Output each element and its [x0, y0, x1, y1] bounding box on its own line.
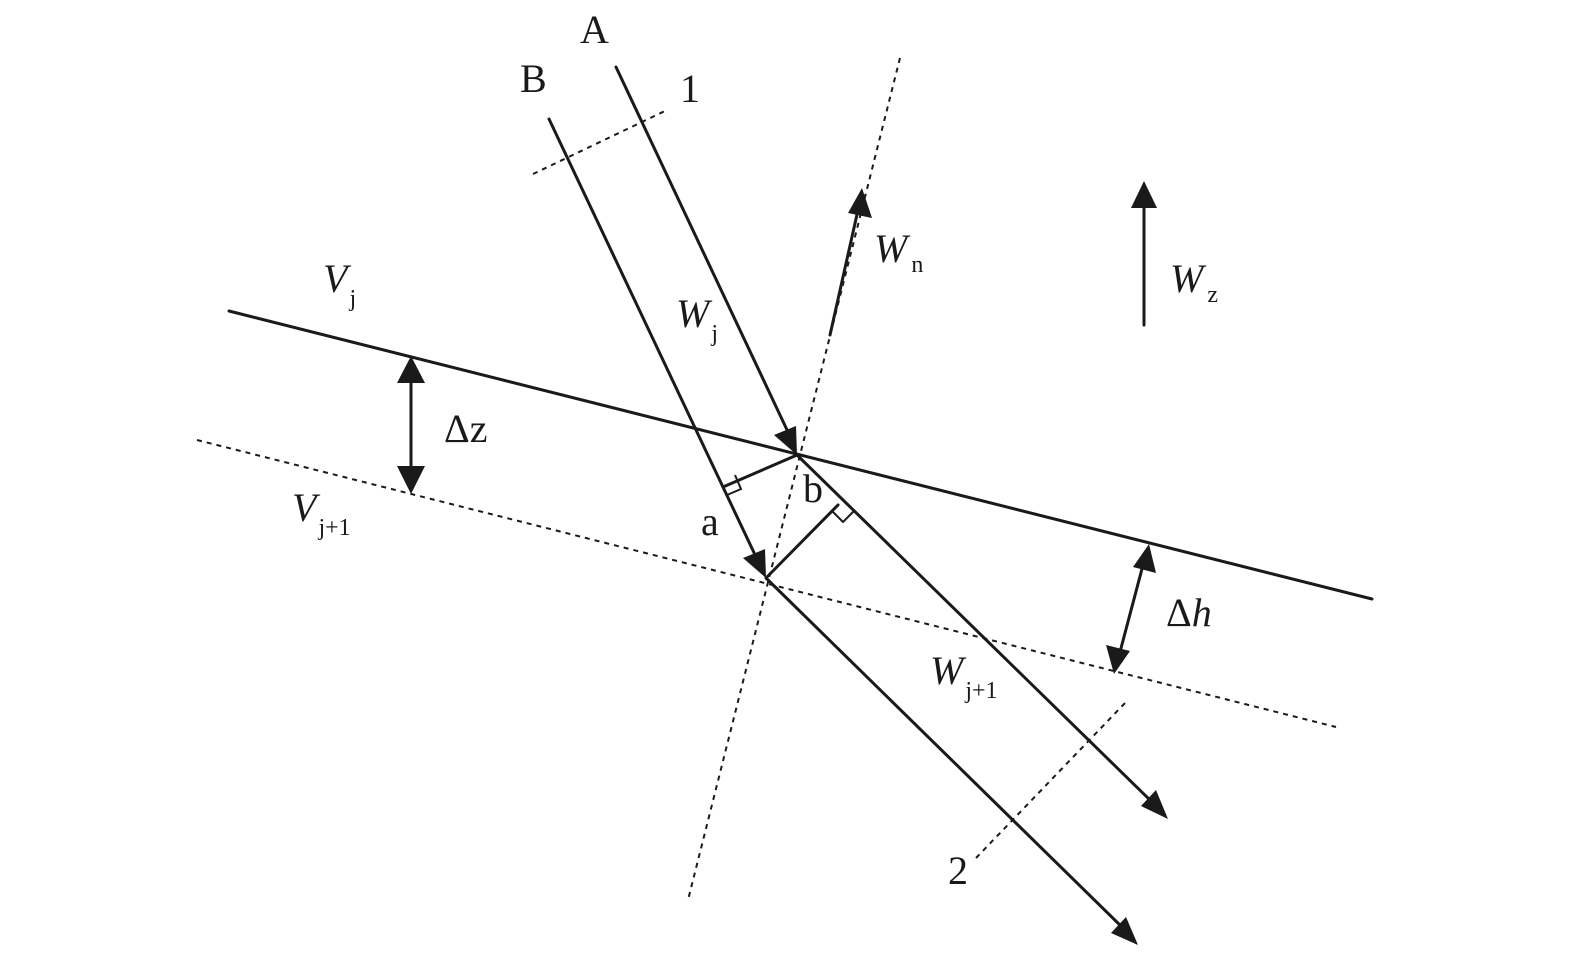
- label-b-upper: B: [520, 56, 547, 101]
- section-line-1: [532, 109, 668, 175]
- dz-arrowhead-bottom: [397, 466, 425, 494]
- right-angle-marker-b: [831, 510, 855, 524]
- label-section-2: 2: [948, 848, 968, 893]
- label-section-1: 1: [680, 66, 700, 111]
- right-angle-marker-a: [726, 474, 743, 496]
- label-vj: Vj: [323, 256, 356, 312]
- wn-vector-arrowhead: [848, 188, 872, 218]
- streamline-a-out: [795, 453, 1154, 804]
- section-line-2: [975, 701, 1127, 859]
- streamline-b-out-arrowhead: [1111, 917, 1138, 945]
- streamline-a-in: [614, 65, 790, 434]
- streamline-a-out-arrowhead: [1141, 790, 1168, 819]
- label-wj1: Wj+1: [930, 648, 998, 704]
- label-a-upper: A: [580, 7, 609, 52]
- surface-vj1-line: [196, 439, 1337, 728]
- label-vj1: Vj+1: [292, 485, 351, 541]
- label-dz: Δz: [444, 406, 487, 451]
- streamline-b-in: [547, 117, 759, 561]
- dz-arrowhead-top: [397, 356, 425, 383]
- perp-segment-a: [721, 453, 799, 489]
- streamline-a-arrowhead: [774, 426, 797, 455]
- label-a-lower: a: [701, 499, 719, 544]
- perp-segment-b: [764, 503, 840, 580]
- dh-arrowhead-bottom: [1106, 645, 1130, 674]
- label-dh: Δh: [1166, 590, 1212, 635]
- label-b-lower: b: [803, 466, 823, 511]
- wz-vector-arrowhead: [1131, 181, 1157, 208]
- streamline-b-arrowhead: [743, 549, 766, 578]
- dh-arrowhead-top: [1133, 544, 1156, 573]
- dh-arrow-line: [1118, 563, 1145, 654]
- wn-vector-line: [828, 208, 860, 337]
- label-wj: Wj: [676, 291, 718, 347]
- streamline-b-out: [764, 576, 1126, 931]
- surface-vj-line: [227, 309, 1374, 601]
